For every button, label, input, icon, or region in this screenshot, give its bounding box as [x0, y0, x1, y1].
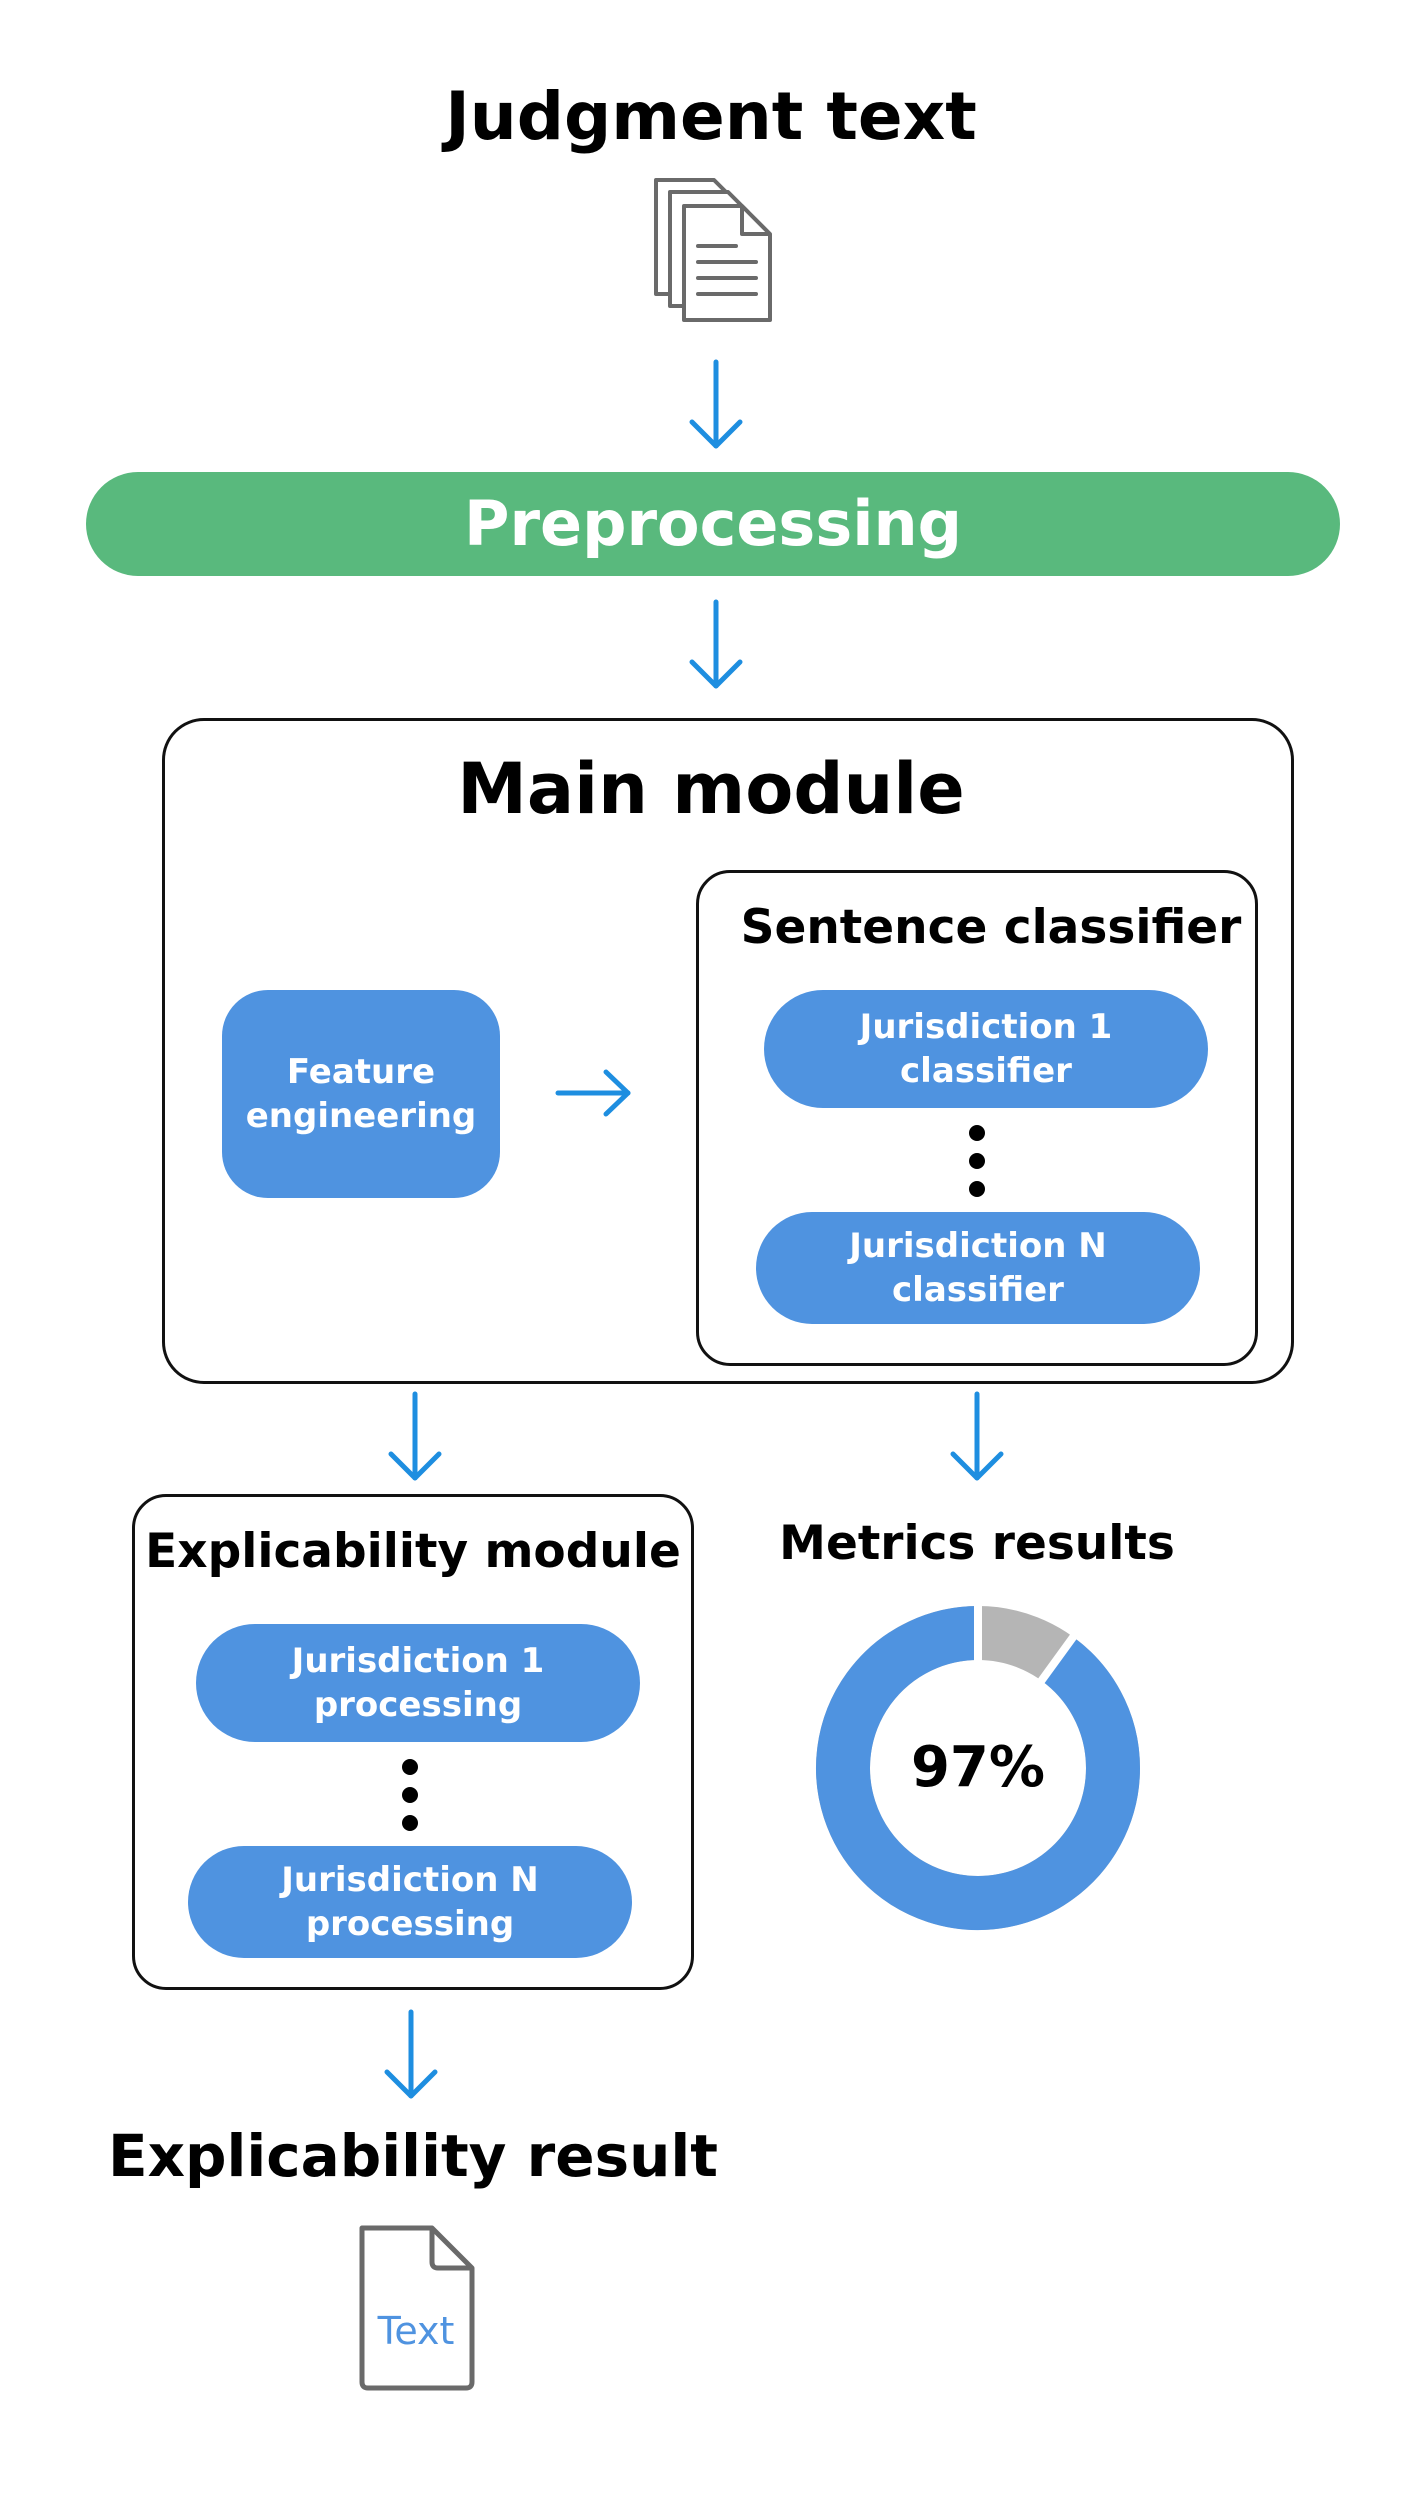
arrow-to-explicability-result — [384, 2009, 438, 2099]
ellipsis-vertical-icon — [969, 1125, 985, 1197]
explicability-module-title: Explicability module — [145, 1524, 681, 1579]
judgment-text-title: Judgment text — [445, 78, 977, 155]
documents-icon — [654, 178, 772, 322]
arrow-to-metrics-results — [950, 1391, 1004, 1481]
donut-value-arc — [816, 1606, 1140, 1930]
document-text-label: Text — [377, 2309, 455, 2353]
ellipsis-vertical-icon — [402, 1759, 418, 1831]
donut-gap-separator — [1036, 1632, 1079, 1686]
arrow-to-explicability-module — [388, 1391, 442, 1481]
sentence-classifier-title: Sentence classifier — [740, 900, 1242, 955]
preprocessing-stage: Preprocessing — [86, 472, 1340, 576]
explicability-result-title: Explicability result — [107, 2122, 719, 2190]
metrics-donut-chart: 97% — [816, 1603, 1140, 1930]
feature-engineering-box: Feature engineering — [222, 990, 500, 1198]
jurisdiction-1-classifier: Jurisdiction 1 classifier — [764, 990, 1208, 1108]
arrow-to-main-module — [689, 599, 743, 689]
metrics-percentage-label: 97% — [911, 1735, 1045, 1800]
main-module-title: Main module — [457, 748, 965, 830]
preprocessing-label: Preprocessing — [464, 486, 962, 560]
document-icon: Text — [359, 2225, 475, 2391]
arrow-to-sentence-classifier — [555, 1069, 631, 1117]
arrow-to-preprocessing — [689, 359, 743, 449]
metrics-results-title: Metrics results — [779, 1516, 1175, 1571]
jurisdiction-1-processing: Jurisdiction 1 processing — [196, 1624, 640, 1742]
jurisdiction-n-processing: Jurisdiction N processing — [188, 1846, 632, 1958]
jurisdiction-n-classifier: Jurisdiction N classifier — [756, 1212, 1200, 1324]
